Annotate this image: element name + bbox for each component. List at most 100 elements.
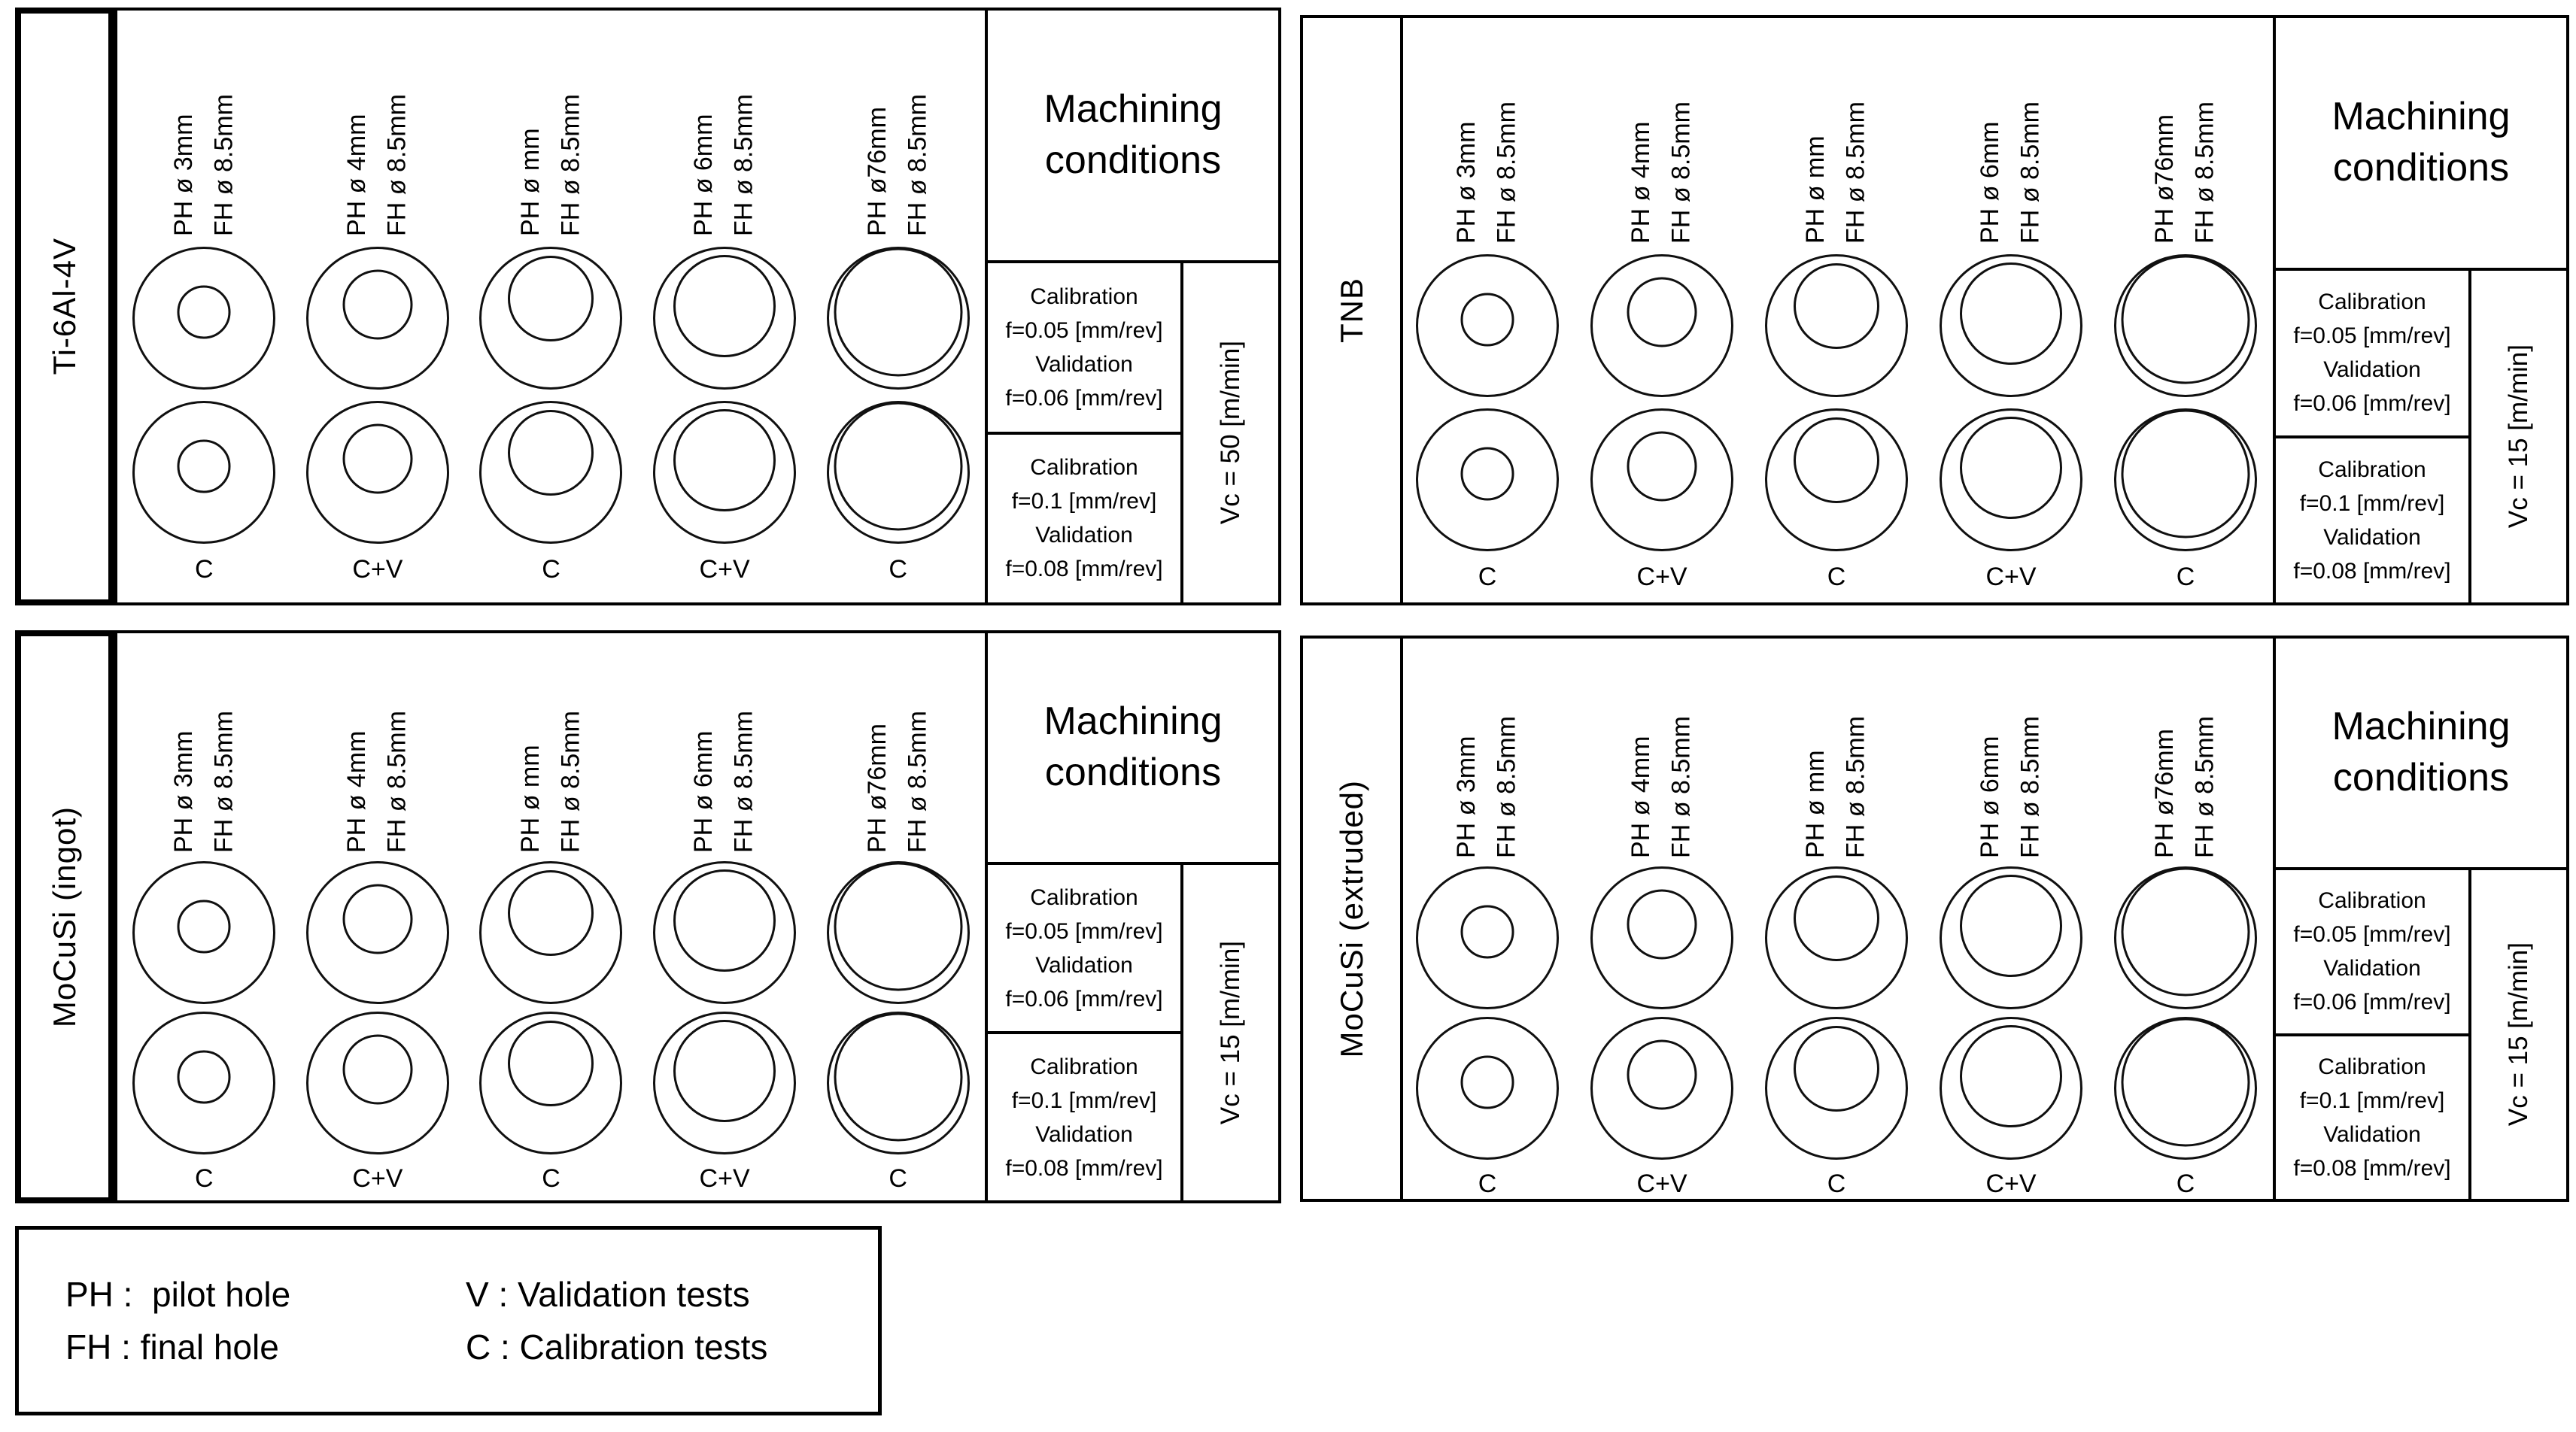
final-hole-circle [1765, 1017, 1908, 1160]
final-hole-circle [1590, 253, 1733, 397]
condition-line: f=0.05 [mm/rev] [2293, 323, 2451, 349]
pilot-hole-diameter-label: PH ø 4mm [342, 114, 372, 236]
hole-drawing [1749, 863, 1924, 1013]
hole-drawing [1924, 248, 2098, 402]
hole-drawing [811, 241, 985, 395]
condition-line: Calibration [2318, 888, 2426, 914]
hole-drawing [291, 857, 465, 1008]
cutting-speed-box: Vc = 50 [m/min] [1180, 263, 1278, 602]
condition-line: f=0.06 [mm/rev] [2293, 990, 2451, 1015]
condition-line: Validation [2323, 357, 2421, 383]
pilot-hole-diameter-label: PH ø76mm [862, 724, 892, 853]
hole-drawing [291, 241, 465, 395]
hole-drawing [1924, 863, 2098, 1013]
machining-conditions-title: Machining conditions [988, 633, 1278, 865]
condition-line: Validation [1035, 351, 1133, 377]
condition-line: f=0.1 [mm/rev] [2299, 1088, 2445, 1113]
material-label: TNB [1333, 278, 1369, 343]
hole-drawing [2098, 1013, 2273, 1164]
pilot-hole-diameter-label: PH ø 6mm [1976, 121, 2005, 244]
pilot-hole-diameter-label: PH ø 3mm [169, 114, 198, 236]
legend-calibration-tests: C : Calibration tests [466, 1327, 768, 1367]
final-hole-circle [1590, 408, 1733, 551]
condition-line: f=0.06 [mm/rev] [1005, 986, 1163, 1012]
rotated-label: PH ø 3mm FH ø 8.5mm [1447, 639, 1527, 858]
pilot-hole-circle [1960, 416, 2062, 519]
legend-validation-tests: V : Validation tests [466, 1275, 750, 1314]
final-hole-circle [1590, 1017, 1733, 1160]
hole-drawing [638, 241, 812, 395]
condition-line: Validation [2323, 956, 2421, 981]
condition-line: f=0.1 [mm/rev] [1011, 1088, 1157, 1113]
material-box-tnb: TNB [1303, 18, 1403, 602]
final-hole-diameter-label: FH ø 8.5mm [1493, 102, 1521, 244]
final-hole-diameter-label: FH ø 8.5mm [382, 711, 412, 853]
final-hole-circle [305, 246, 449, 390]
pilot-hole-diameter-label: PH ø mm [1801, 750, 1830, 858]
test-type-label: C [1478, 1170, 1497, 1198]
pilot-hole-circle [1627, 431, 1697, 501]
material-label: Ti-6Al-4V [47, 238, 82, 375]
cutting-speed-label: Vc = 15 [m/min] [2504, 344, 2533, 529]
test-type-label: C+V [699, 1164, 750, 1193]
final-hole-diameter-label: FH ø 8.5mm [1493, 716, 1521, 858]
pilot-hole-diameter-label: PH ø 6mm [689, 114, 718, 236]
pilot-hole-diameter-label: PH ø 6mm [689, 730, 718, 853]
final-hole-diameter-label: FH ø 8.5mm [382, 94, 412, 236]
test-type-label: C [195, 555, 214, 584]
pilot-hole-diameter-label: PH ø 4mm [342, 730, 372, 853]
cutting-speed-box: Vc = 15 [m/min] [1180, 865, 1278, 1200]
material-label: MoCuSi (extruded) [1333, 779, 1369, 1058]
material-box-mocusi-extruded: MoCuSi (extruded) [1303, 639, 1403, 1199]
test-type-label: C [1827, 563, 1846, 591]
hole-drawing [638, 857, 812, 1008]
hole-drawing [1924, 402, 2098, 557]
test-type-label: C+V [1636, 1170, 1687, 1198]
final-hole-diameter-label: FH ø 8.5mm [209, 711, 238, 853]
test-type-label: C [1478, 563, 1497, 591]
test-type-label: C+V [1636, 563, 1687, 591]
legend-row: PH : pilot hole V : Validation tests [65, 1274, 878, 1315]
hole-drawing [638, 1008, 812, 1158]
machining-conditions-title: Machining conditions [2276, 18, 2566, 271]
legend-row: FH : final hole C : Calibration tests [65, 1327, 878, 1367]
final-hole-diameter-label: FH ø 8.5mm [903, 711, 932, 853]
hole-diameter-labels: PH ø76mm FH ø 8.5mm [858, 633, 938, 853]
final-hole-diameter-label: FH ø 8.5mm [556, 711, 585, 853]
pilot-hole-circle [2121, 1018, 2250, 1147]
pilot-hole-circle [834, 862, 963, 991]
condition-line: Calibration [1030, 884, 1138, 910]
pilot-hole-diameter-label: PH ø 3mm [1452, 736, 1481, 858]
